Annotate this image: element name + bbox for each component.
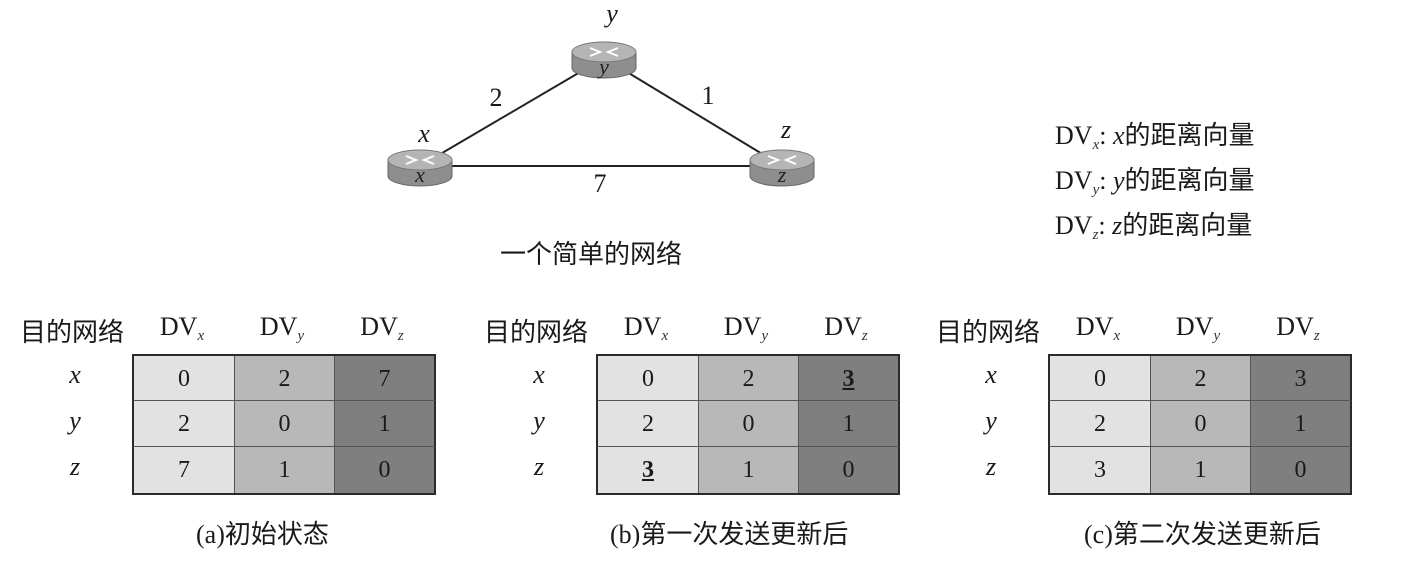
legend-item-z: DVz: z的距离向量 [1055, 208, 1255, 253]
table-cell: 0 [798, 447, 898, 493]
column-header-dvx: DVx [159, 312, 205, 344]
table-cell: 1 [1250, 401, 1350, 447]
row-label-x: x [533, 360, 545, 389]
legend-text: 的距离向量 [1122, 211, 1253, 240]
table-cell: 0 [1050, 356, 1150, 402]
node-label-z: z [780, 115, 791, 144]
table-cell: 0 [598, 356, 698, 402]
legend-item-x: DVx: x的距离向量 [1055, 118, 1255, 163]
table-cell: 0 [134, 356, 234, 402]
table-cell: 7 [134, 447, 234, 493]
router-body-label: y [597, 54, 609, 79]
table-cell: 1 [698, 447, 798, 493]
legend-text: 的距离向量 [1124, 121, 1255, 150]
router-z: zz [749, 115, 815, 187]
table-cell: 0 [698, 401, 798, 447]
dest-network-header: 目的网络 [484, 318, 589, 347]
link-y-z [603, 57, 783, 167]
router-body-label: x [414, 162, 425, 187]
legend-var: y [1112, 166, 1125, 195]
table-cell: 1 [234, 447, 334, 493]
table-cell: 2 [1150, 356, 1250, 402]
router-y: yy [571, 0, 637, 79]
column-header-dvy: DVy [1175, 312, 1221, 344]
legend-separator: : [1099, 121, 1107, 150]
row-label-y: y [533, 406, 545, 435]
table-cell: 0 [1250, 447, 1350, 493]
legend: DVx: x的距离向量 DVy: y的距离向量 DVz: z的距离向量 [1055, 118, 1255, 253]
table-cell: 0 [334, 447, 434, 493]
router-icon [767, 155, 797, 165]
table-cell: 7 [334, 356, 434, 402]
table-cell: 2 [598, 401, 698, 447]
legend-var: x [1112, 121, 1125, 150]
link-cost-y-z: 1 [702, 81, 715, 110]
row-label-y: y [69, 406, 81, 435]
table-caption: (b)第一次发送更新后 [610, 520, 849, 549]
node-label-x: x [417, 119, 430, 148]
column-header-dvx: DVx [623, 312, 669, 344]
row-label-x: x [69, 360, 81, 389]
legend-subscript: z [1092, 227, 1099, 243]
dest-network-header: 目的网络 [936, 318, 1041, 347]
column-header-dvz: DVz [360, 312, 404, 344]
table-cell: 0 [234, 401, 334, 447]
row-label-z: z [69, 452, 81, 481]
column-header-dvx: DVx [1075, 312, 1121, 344]
table-cell: 2 [234, 356, 334, 402]
legend-separator: : [1099, 166, 1107, 195]
table-cell: 2 [134, 401, 234, 447]
column-header-dvy: DVy [723, 312, 769, 344]
table-cell: 0 [1150, 401, 1250, 447]
table-cell: 3 [1050, 447, 1150, 493]
router-x: xx [387, 119, 453, 187]
legend-var: z [1112, 211, 1123, 240]
link-cost-x-y: 2 [490, 83, 503, 112]
table-cell: 1 [334, 401, 434, 447]
row-label-y: y [985, 406, 997, 435]
table-cell: 1 [798, 401, 898, 447]
legend-subscript: y [1092, 182, 1100, 198]
network-caption: 一个简单的网络 [500, 240, 683, 269]
table-caption: (a)初始状态 [196, 520, 329, 549]
dest-network-header: 目的网络 [20, 318, 125, 347]
legend-prefix: DV [1055, 166, 1093, 195]
row-label-z: z [985, 452, 997, 481]
link-x-y [419, 57, 605, 167]
router-icon [589, 47, 619, 57]
table-cell: 2 [698, 356, 798, 402]
table-cell: 2 [1050, 401, 1150, 447]
legend-text: 的距离向量 [1124, 166, 1255, 195]
updated-cell: 3 [598, 447, 698, 493]
router-body-label: z [777, 162, 787, 187]
node-label-y: y [603, 0, 618, 28]
legend-subscript: x [1092, 137, 1100, 153]
router-icon [405, 155, 435, 165]
legend-prefix: DV [1055, 121, 1093, 150]
column-header-dvz: DVz [824, 312, 868, 344]
column-header-dvy: DVy [259, 312, 305, 344]
legend-item-y: DVy: y的距离向量 [1055, 163, 1255, 208]
link-cost-x-z: 7 [594, 169, 607, 198]
updated-cell: 3 [798, 356, 898, 402]
table-caption: (c)第二次发送更新后 [1084, 520, 1321, 549]
row-label-z: z [533, 452, 545, 481]
table-cell: 1 [1150, 447, 1250, 493]
legend-prefix: DV [1055, 211, 1093, 240]
legend-separator: : [1098, 211, 1106, 240]
column-header-dvz: DVz [1276, 312, 1320, 344]
table-cell: 3 [1250, 356, 1350, 402]
row-label-x: x [985, 360, 997, 389]
